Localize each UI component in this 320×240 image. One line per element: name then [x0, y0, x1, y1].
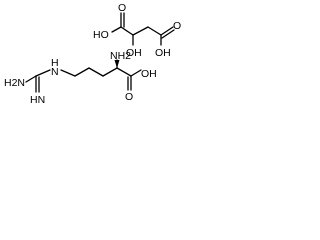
arginine-nh2-left-label: H2N [4, 77, 25, 89]
arginine-h-amine-label: H [51, 57, 59, 69]
malic-oh-middle-label: OH [126, 47, 142, 59]
arginine-molecule: H2N HN H N NH2 O OH [4, 50, 157, 106]
malic-oh-right-label: OH [155, 47, 171, 59]
malic-acid-bonds [111, 12, 175, 46]
chemical-structure-diagram: HO O OH O OH [4, 2, 181, 106]
malic-acid-molecule: HO O OH O OH [93, 2, 181, 59]
arginine-bonds [25, 59, 142, 93]
h2n-left-text: H2N [4, 77, 25, 89]
arginine-o-carbonyl-label: O [125, 91, 133, 103]
arginine-oh-acid-label: OH [141, 68, 157, 80]
arginine-nh2-alpha-label: NH2 [110, 50, 131, 62]
malic-o-left-label: O [118, 2, 126, 14]
arginine-n-amine-label: N [51, 66, 59, 78]
malic-oh-left-label: HO [93, 29, 109, 41]
malic-o-right-label: O [173, 20, 181, 32]
arginine-hn-imine-label: HN [30, 94, 45, 106]
stereo-wedge-bond [114, 60, 120, 68]
